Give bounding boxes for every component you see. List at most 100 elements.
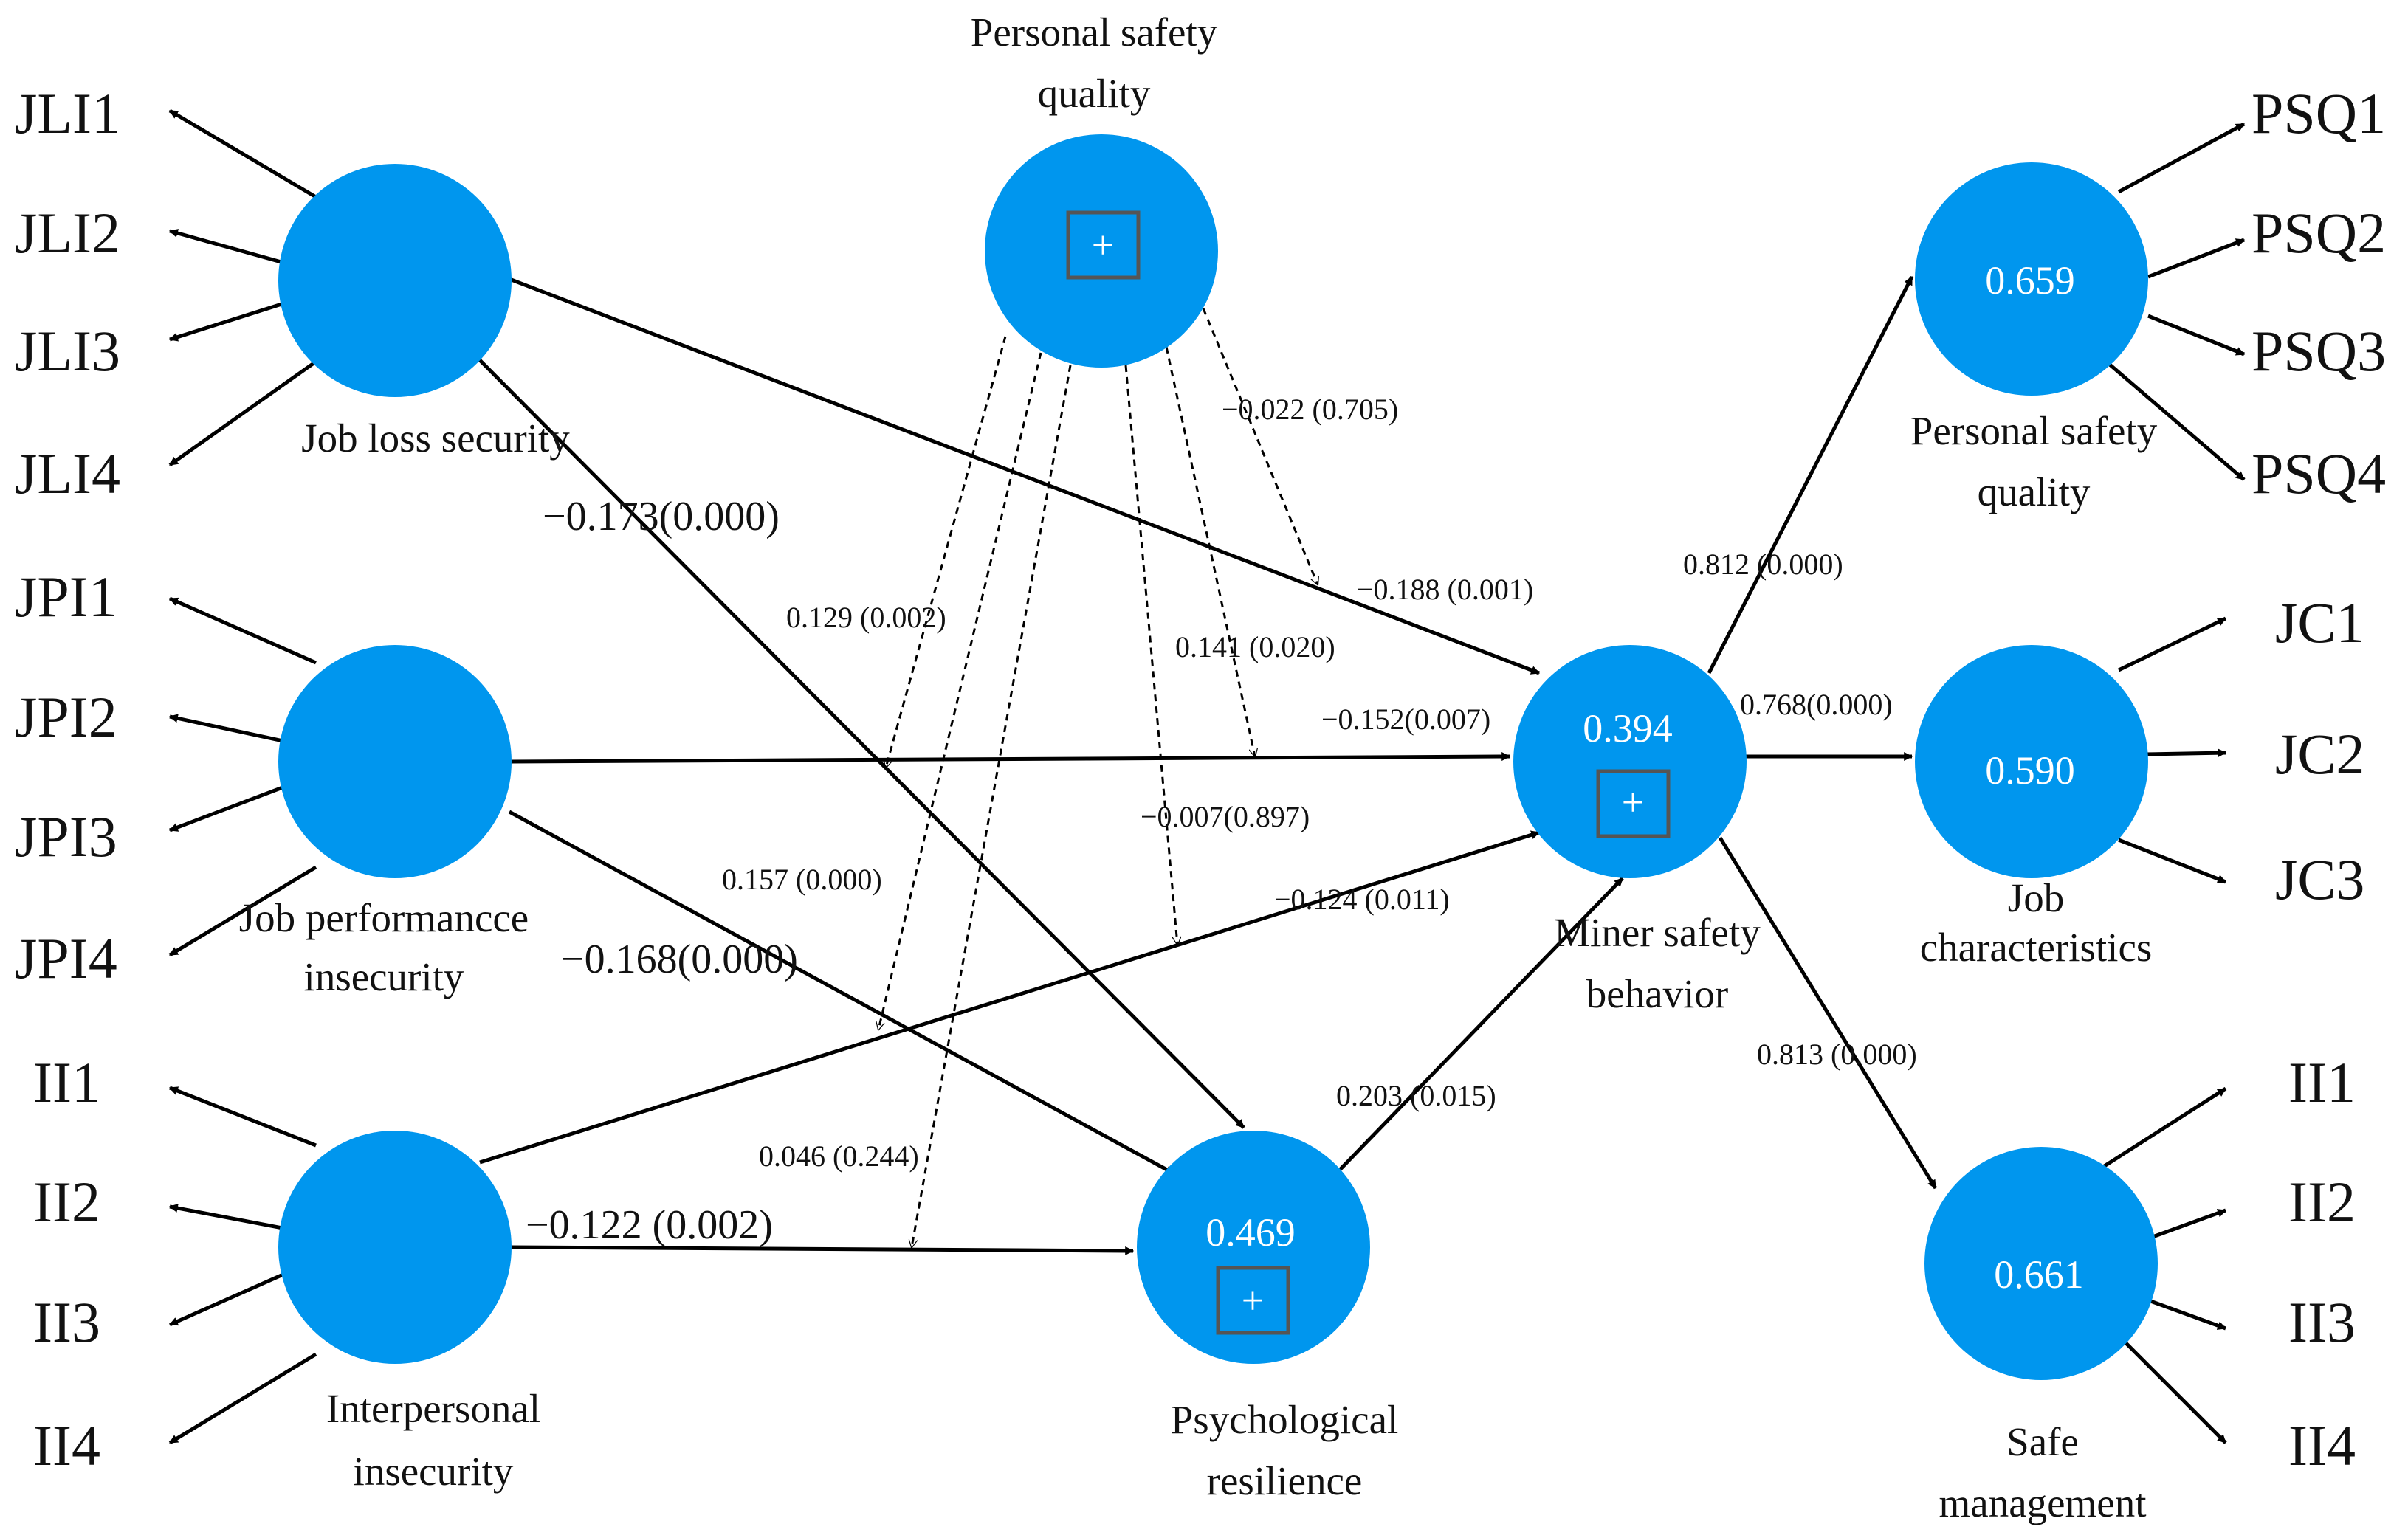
mod-label-m2: 0.129 (0.002) [786, 601, 946, 634]
indicator-label: II2 [2288, 1170, 2356, 1234]
r-squared-value: 0.394 [1583, 706, 1673, 751]
construct-circle [278, 1131, 512, 1364]
indicator-label: II4 [33, 1413, 100, 1477]
path-msb-psq [1707, 275, 1914, 675]
r-squared-value: 0.661 [1994, 1252, 2084, 1297]
path-label-msb-sm: 0.813 (0.000) [1757, 1038, 1917, 1071]
mod-label-m6: 0.046 (0.244) [759, 1139, 919, 1173]
indicator-label: JPI1 [15, 565, 117, 629]
path-jls-msb [509, 277, 1541, 675]
indicator-label: JLI2 [15, 201, 120, 265]
indicator-label: JC3 [2275, 847, 2364, 911]
path-label-pr-msb: 0.203 (0.015) [1336, 1079, 1496, 1112]
indicator-label: II3 [2288, 1290, 2356, 1354]
construct-label: Safe [2006, 1419, 2079, 1464]
mod-path-m5 [878, 352, 1042, 1030]
indicator-label: II3 [33, 1290, 100, 1354]
construct-label: Psychological [1171, 1397, 1399, 1442]
mod-path-m6 [912, 365, 1072, 1247]
mod-path-m2 [886, 336, 1007, 768]
moderator-plus-icon: + [1622, 780, 1644, 824]
construct-job-characteristics: 0.590 Job characteristics [1915, 645, 2152, 970]
construct-label: behavior [1586, 971, 1728, 1016]
construct-miner-safety-behavior: 0.394 + Miner safety behavior [1513, 645, 1761, 1016]
construct-circle [985, 134, 1218, 368]
construct-circle [278, 645, 512, 878]
mod-label-m5: 0.157 (0.000) [722, 863, 882, 896]
path-label-jls-msb: −0.188 (0.001) [1357, 573, 1533, 606]
indicator-label: JLI4 [15, 441, 120, 506]
moderator-box [1066, 210, 1141, 280]
path-ii-pr [510, 1245, 1135, 1255]
construct-circle [1915, 645, 2148, 878]
construct-circle [1915, 162, 2148, 396]
construct-label: Job [2008, 875, 2064, 920]
path-label-jls-pr: −0.173(0.000) [543, 494, 780, 539]
indicator-arrows-left [168, 108, 317, 1445]
construct-personal-safety-quality-moderator: Personal safety quality + [971, 10, 1218, 368]
mod-label-m4: −0.007(0.897) [1141, 800, 1310, 833]
mod-label-m3: 0.141 (0.020) [1175, 630, 1335, 663]
construct-circle [1137, 1131, 1370, 1364]
indicator-label: II1 [33, 1050, 100, 1114]
construct-label: Personal safety [1910, 408, 2158, 453]
construct-label: quality [1978, 469, 2091, 514]
path-label-jpi-pr: −0.168(0.000) [561, 937, 798, 982]
indicator-label: JLI1 [15, 81, 120, 145]
construct-psychological-resilience: 0.469 + Psychological resilience [1137, 1131, 1398, 1503]
indicator-labels-right: PSQ1 PSQ2 PSQ3 PSQ4 JC1 JC2 JC3 II1 II2 … [2252, 81, 2386, 1477]
construct-label: management [1939, 1480, 2147, 1525]
construct-label: insecurity [354, 1449, 514, 1494]
construct-label: Interpersonal [326, 1386, 540, 1431]
path-coefficient-labels: −0.188 (0.001) −0.173(0.000) −0.152(0.00… [526, 494, 1917, 1248]
indicator-label: JPI3 [15, 804, 117, 869]
construct-circle [1924, 1147, 2158, 1380]
path-msb-sm [1718, 836, 1938, 1190]
construct-circle [278, 164, 512, 397]
r-squared-value: 0.590 [1985, 748, 2075, 793]
indicator-label: JLI3 [15, 319, 120, 383]
construct-label: Miner safety [1554, 910, 1761, 955]
moderator-plus-icon: + [1092, 223, 1114, 267]
construct-label: characteristics [1920, 925, 2153, 970]
mod-label-m1: −0.022 (0.705) [1222, 393, 1398, 426]
indicator-arrows-right [2088, 122, 2246, 1444]
indicator-label: PSQ3 [2252, 319, 2386, 383]
construct-label: Job performancce [239, 895, 529, 940]
construct-circle [1513, 645, 1747, 878]
path-ii-msb [479, 830, 1541, 1165]
construct-job-loss-security: Job loss security [278, 164, 570, 461]
indicator-label: PSQ2 [2252, 201, 2386, 265]
path-jls-pr [471, 351, 1245, 1129]
indicator-label: JPI4 [15, 926, 117, 990]
mod-path-m4 [1124, 365, 1177, 945]
path-label-ii-pr: −0.122 (0.002) [526, 1202, 773, 1248]
r-squared-value: 0.469 [1205, 1210, 1296, 1255]
indicator-labels-left: JLI1 JLI2 JLI3 JLI4 JPI1 JPI2 JPI3 JPI4 … [15, 81, 120, 1477]
indicator-label: JC1 [2275, 590, 2364, 655]
indicator-label: II1 [2288, 1050, 2356, 1114]
mod-path-m1 [1202, 308, 1318, 584]
path-label-msb-psq: 0.812 (0.000) [1683, 548, 1843, 581]
moderator-box [1216, 1266, 1290, 1335]
r-squared-value: 0.659 [1985, 258, 2075, 303]
path-label-msb-jc: 0.768(0.000) [1740, 688, 1893, 721]
construct-label: quality [1038, 71, 1151, 116]
path-pr-msb [1338, 877, 1624, 1171]
moderation-paths [878, 308, 1318, 1247]
moderator-plus-icon: + [1242, 1278, 1264, 1323]
path-jpi-msb [510, 752, 1511, 764]
path-label-jpi-msb: −0.152(0.007) [1321, 703, 1490, 736]
structural-paths [471, 275, 1938, 1255]
indicator-label: JC2 [2275, 722, 2364, 786]
construct-label: insecurity [304, 954, 464, 999]
construct-safe-management: 0.661 Safe management [1924, 1147, 2158, 1525]
path-jpi-pr [508, 810, 1175, 1176]
construct-interpersonal-insecurity: Interpersonal insecurity [278, 1131, 540, 1494]
construct-personal-safety-quality: 0.659 Personal safety quality [1910, 162, 2158, 514]
moderation-coefficient-labels: −0.022 (0.705) 0.129 (0.002) 0.141 (0.02… [722, 393, 1398, 1173]
indicator-label: II2 [33, 1170, 100, 1234]
construct-label: resilience [1207, 1458, 1363, 1503]
construct-label: Job loss security [301, 415, 570, 461]
